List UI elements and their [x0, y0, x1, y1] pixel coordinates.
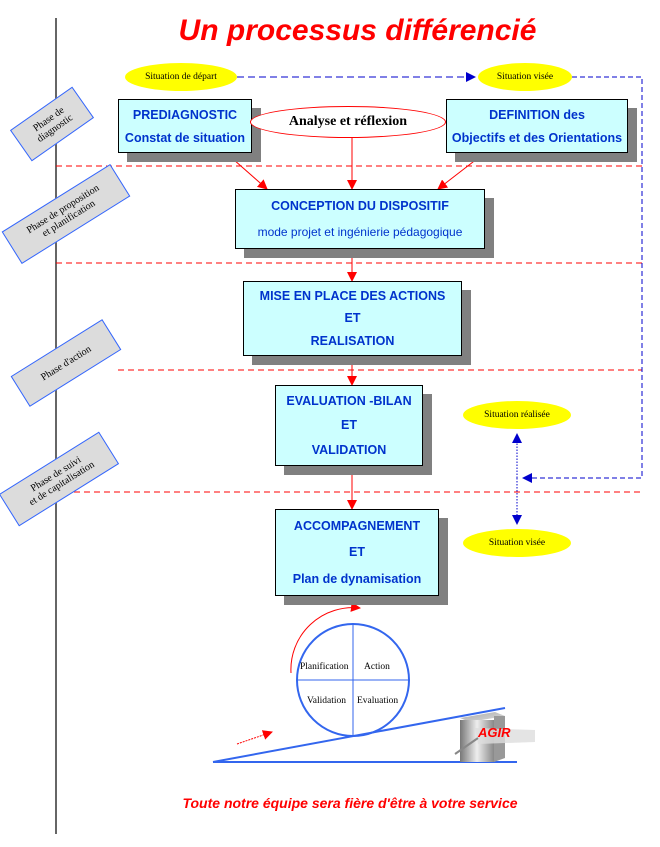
situation-visee-top-ellipse: Situation visée [478, 63, 572, 91]
mise-line3: REALISATION [310, 333, 395, 348]
accompagnement-line3: Plan de dynamisation [292, 571, 422, 586]
agir-logo-text: AGIR [478, 725, 511, 740]
situation-realisee-ellipse: Situation réalisée [463, 401, 571, 429]
agir-logo-cube [454, 712, 535, 762]
definition-box: DEFINITION des Objectifs et des Orientat… [446, 99, 628, 153]
situation-depart-ellipse: Situation de départ [125, 63, 237, 91]
definition-title: DEFINITION des [489, 107, 585, 122]
evaluation-box: EVALUATION -BILAN ET VALIDATION [275, 385, 423, 466]
footer-slogan: Toute notre équipe sera fière d'être à v… [182, 795, 518, 811]
mise-en-place-box: MISE EN PLACE DES ACTIONS ET REALISATION [243, 281, 462, 356]
analyse-reflexion-ellipse: Analyse et réflexion [250, 106, 446, 138]
conception-title: CONCEPTION DU DISPOSITIF [271, 199, 449, 213]
prediag-to-conception-arrow [224, 151, 268, 190]
cycle-evaluation-label: Evaluation [357, 696, 399, 706]
cycle-action-label: Action [364, 662, 390, 672]
cycle-planification-label: Planification [300, 662, 349, 672]
prediagnostic-box: PREDIAGNOSTIC Constat de situation [118, 99, 252, 153]
evaluation-line3: VALIDATION [311, 442, 387, 457]
ramp-slope-line [212, 707, 506, 763]
progress-arrow [236, 730, 273, 745]
situation-visee-bottom-ellipse: Situation visée [463, 529, 571, 557]
page-title: Un processus différencié [178, 14, 537, 47]
conception-subtitle: mode projet et ingénierie pédagogique [257, 225, 463, 239]
prediagnostic-subtitle: Constat de situation [124, 130, 246, 145]
mise-line2: ET [344, 311, 361, 326]
mise-line1: MISE EN PLACE DES ACTIONS [259, 289, 446, 304]
cycle-rotation-arrow [290, 602, 361, 674]
accompagnement-line1: ACCOMPAGNEMENT [293, 519, 421, 534]
evaluation-line2: ET [341, 418, 357, 433]
accompagnement-box: ACCOMPAGNEMENT ET Plan de dynamisation [275, 509, 439, 596]
definition-to-conception-arrow [437, 154, 483, 190]
evaluation-line1: EVALUATION -BILAN [286, 394, 412, 409]
definition-subtitle: Objectifs et des Orientations [451, 130, 623, 145]
feedback-loop-line [522, 76, 643, 483]
accompagnement-line2: ET [349, 545, 365, 560]
prediagnostic-title: PREDIAGNOSTIC [132, 107, 238, 122]
conception-box: CONCEPTION DU DISPOSITIF mode projet et … [235, 189, 485, 249]
cycle-validation-label: Validation [307, 696, 347, 706]
